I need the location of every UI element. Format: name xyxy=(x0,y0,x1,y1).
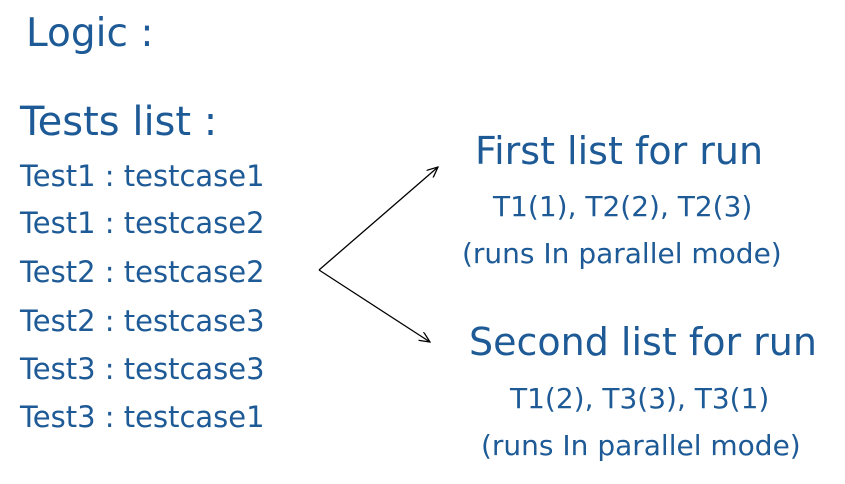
test-item: Test1 : testcase2 xyxy=(20,206,265,240)
test-item: Test3 : testcase3 xyxy=(20,352,265,386)
second-run-tests: T1(2), T3(3), T3(1) xyxy=(510,382,770,415)
arrow-to-second-list xyxy=(318,269,430,342)
test-item: Test1 : testcase1 xyxy=(20,159,265,193)
arrow-to-first-list xyxy=(318,167,438,271)
test-item: Test2 : testcase3 xyxy=(20,304,265,338)
test-item: Test3 : testcase1 xyxy=(20,400,265,434)
second-run-mode: (runs In parallel mode) xyxy=(481,429,801,462)
first-run-mode: (runs In parallel mode) xyxy=(462,237,782,270)
test-item: Test2 : testcase2 xyxy=(20,255,265,289)
second-run-title: Second list for run xyxy=(469,320,817,364)
first-run-title: First list for run xyxy=(475,129,764,173)
first-run-tests: T1(1), T2(2), T2(3) xyxy=(493,190,753,223)
tests-list-title: Tests list : xyxy=(20,99,218,145)
logic-heading: Logic : xyxy=(26,11,154,56)
